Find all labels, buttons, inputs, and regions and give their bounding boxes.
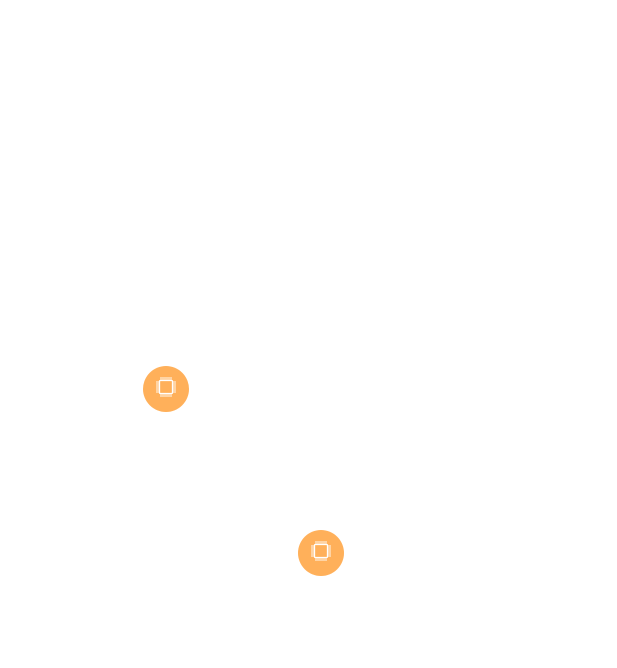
processor-node[interactable] <box>298 530 344 576</box>
cpu-chip-icon <box>153 374 179 405</box>
cpu-chip-icon <box>308 538 334 569</box>
processor-node[interactable] <box>143 366 189 412</box>
